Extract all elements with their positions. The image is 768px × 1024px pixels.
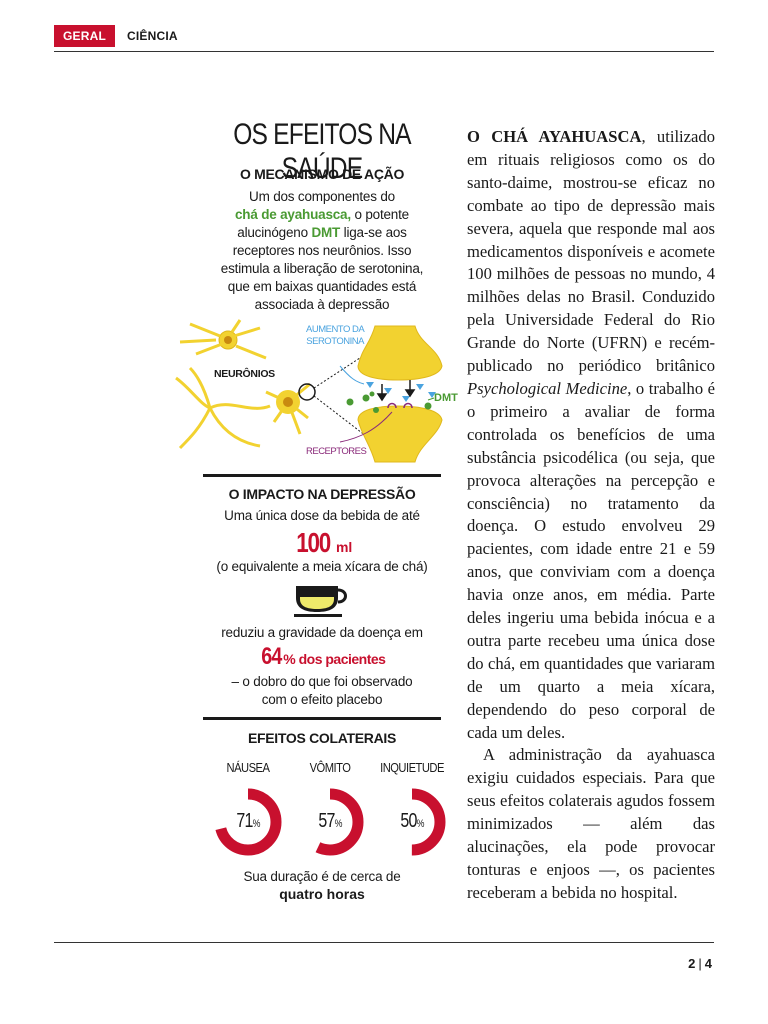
dmt-label: DMT: [434, 392, 458, 404]
side-effect-label: NÁUSEA: [226, 760, 270, 775]
mechanism-line: que em baixas quantidades está: [227, 279, 417, 294]
infographic-title: OS EFEITOS NA SAÚDE: [233, 118, 411, 185]
serotonin-label: AUMENTO DA SEROTONINA: [306, 324, 365, 348]
serotonin-pointer: [339, 365, 365, 385]
receptor-pointer: [339, 411, 393, 443]
teacup-icon: [294, 586, 347, 617]
mechanism-fragment: alucinógeno: [237, 225, 312, 240]
header-rule: [54, 51, 714, 52]
section-tag[interactable]: GERAL: [54, 25, 115, 47]
side-effect-label: VÔMITO: [309, 760, 351, 775]
ring-value-arc: [378, 788, 446, 856]
article-body: O CHÁ AYAHUASCA, utilizado em rituais re…: [467, 126, 715, 905]
dmt-pointer: [427, 397, 435, 401]
impact-note-line: com o efeito placebo: [261, 692, 383, 707]
mechanism-text: Um dos componentes do chá de ayahuasca, …: [203, 188, 441, 314]
presynaptic-terminal: [357, 325, 443, 381]
section-divider: [203, 474, 441, 477]
side-effect-label: INQUIETUDE: [380, 760, 444, 775]
mechanism-line: chá de ayahuasca, o potente: [203, 206, 441, 224]
side-effect-number: 50: [400, 810, 417, 832]
impact-heading: O IMPACTO NA DEPRESSÃO: [228, 486, 416, 502]
duration-value: quatro horas: [279, 886, 365, 902]
zoom-circle: [298, 383, 316, 401]
page-separator: |: [698, 956, 702, 971]
zoom-line: [313, 395, 367, 437]
release-arrows: [376, 380, 416, 402]
side-effect-ring: [214, 788, 282, 856]
impact-line: reduziu a gravidade da doença em: [221, 625, 423, 640]
mechanism-line: associada à depressão: [254, 297, 390, 312]
impact-note-line: – o dobro do que foi observado: [231, 674, 413, 689]
journal-name: Psychological Medicine: [467, 378, 628, 398]
article-paragraph: O CHÁ AYAHUASCA, utilizado em rituais re…: [467, 126, 715, 744]
current-page: 2: [688, 956, 696, 971]
article-lead: O CHÁ AYAHUASCA: [467, 127, 642, 146]
receptor-shapes: [387, 402, 413, 409]
dmt-highlight: DMT: [311, 225, 341, 240]
side-effect-ring: [378, 788, 446, 856]
side-effect-value: 50%: [388, 810, 436, 833]
side-effect-value: 57%: [306, 810, 354, 833]
header-bar: GERAL CIÊNCIA: [54, 24, 178, 48]
side-effect-ring: [296, 788, 364, 856]
duration-line: Sua duração é de cerca de: [243, 869, 401, 884]
impact-line: (o equivalente a meia xícara de chá): [216, 559, 428, 574]
pct-text: % dos pacientes: [283, 651, 386, 667]
total-pages: 4: [704, 956, 712, 971]
tea-highlight: chá de ayahuasca,: [235, 207, 351, 222]
side-effect-number: 71: [236, 810, 253, 832]
mechanism-line: Um dos componentes do: [249, 189, 395, 204]
serotonin-label-line: SEROTONINA: [306, 336, 364, 347]
serotonin-molecules: [366, 382, 436, 402]
section-divider: [203, 717, 441, 720]
side-effect-unit: %: [334, 818, 343, 830]
mechanism-fragment: liga-se aos: [340, 225, 407, 240]
mechanism-fragment: o potente: [350, 207, 409, 222]
dose-unit: ml: [335, 539, 353, 555]
neuron-nucleus: [224, 336, 232, 344]
article-paragraph: A administração da ayahuasca exigiu cuid…: [467, 745, 715, 902]
neuron-top: [179, 319, 267, 360]
article-text: , o trabalho é o primeiro a avaliar de f…: [467, 378, 716, 742]
percentage-value: 64% dos pacientes: [203, 643, 441, 671]
section-name[interactable]: CIÊNCIA: [127, 29, 178, 43]
zoom-line: [313, 353, 367, 389]
neuron-nucleus: [283, 397, 293, 407]
synapse-diagram: [175, 319, 443, 463]
pct-number: 64: [260, 643, 282, 670]
side-effect-unit: %: [252, 818, 261, 830]
side-effect-number: 57: [318, 810, 335, 832]
dose-number: 100: [295, 527, 331, 558]
side-effects-heading: EFEITOS COLATERAIS: [247, 730, 397, 746]
mechanism-line: alucinógeno DMT liga-se aos: [203, 224, 441, 242]
mechanism-line: estimula a liberação de serotonina,: [220, 261, 424, 276]
impact-line: Uma única dose da bebida de até: [224, 508, 420, 523]
page-number: 2|4: [688, 956, 712, 971]
ring-value-arc: [296, 788, 364, 856]
dmt-molecules: [346, 391, 432, 413]
footer-rule: [54, 942, 714, 943]
mechanism-line: receptores nos neurônios. Isso: [232, 243, 412, 258]
serotonin-label-line: AUMENTO DA: [306, 324, 365, 335]
postsynaptic-terminal: [357, 405, 443, 463]
receptors-label: RECEPTORES: [306, 446, 367, 457]
side-effect-unit: %: [416, 818, 425, 830]
impact-note: – o dobro do que foi observado com o efe…: [203, 673, 441, 709]
neurons-label: NEURÔNIOS: [214, 368, 275, 380]
ring-value-arc: [214, 788, 282, 856]
mechanism-heading: O MECANISMO DE AÇÃO: [239, 166, 405, 182]
side-effect-value: 71%: [224, 810, 272, 833]
article-text: , utilizado em rituais religiosos como o…: [467, 127, 715, 376]
